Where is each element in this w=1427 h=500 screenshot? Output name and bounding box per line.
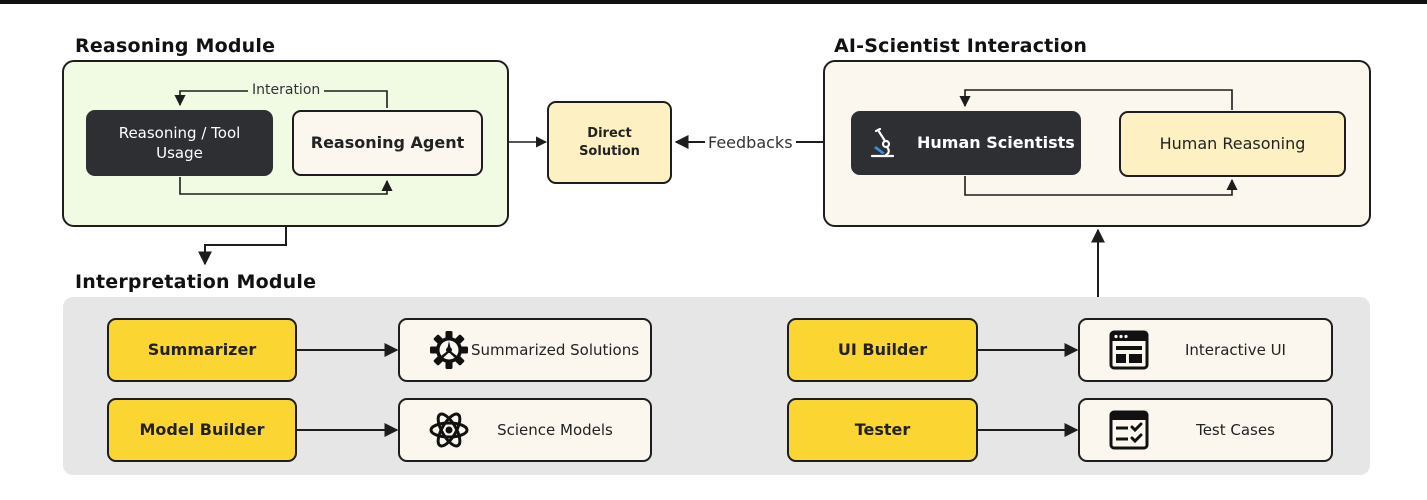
interactive-ui-label: Interactive UI — [1185, 340, 1286, 359]
tester-box: Tester — [787, 398, 978, 462]
human-loop-bottom — [964, 176, 1238, 196]
summarizer-box: Summarizer — [107, 318, 297, 382]
browser-window-icon — [1109, 330, 1149, 370]
microscope-icon — [870, 127, 895, 158]
science-models-label: Science Models — [497, 420, 613, 439]
human-scientists-box: Human Scientists — [851, 111, 1081, 175]
feedbacks-label: Feedbacks — [705, 133, 796, 152]
reasoning-to-interpretation-arrow — [198, 227, 287, 266]
science-models-box: Science Models — [398, 398, 652, 462]
iteration-loop-bottom — [179, 177, 393, 195]
human-reasoning-box: Human Reasoning — [1119, 111, 1346, 177]
model-builder-label: Model Builder — [139, 420, 265, 440]
gear-icon — [430, 331, 468, 369]
top-border-line — [0, 0, 1427, 4]
reasoning-agent-box: Reasoning Agent — [292, 110, 483, 176]
summarized-solutions-label: Summarized Solutions — [470, 340, 640, 359]
ui-builder-label: UI Builder — [837, 340, 928, 360]
ui-builder-box: UI Builder — [787, 318, 978, 382]
direct-solution-box: Direct Solution — [547, 101, 672, 184]
reasoning-agent-label: Reasoning Agent — [310, 133, 465, 153]
tester-label: Tester — [854, 420, 911, 440]
test-cases-label: Test Cases — [1196, 420, 1275, 439]
direct-solution-label: Direct Solution — [579, 125, 640, 159]
summarizer-label: Summarizer — [147, 340, 257, 360]
human-scientists-label: Human Scientists — [917, 133, 1075, 153]
reasoning-tool-usage-box: Reasoning / Tool Usage — [86, 110, 273, 176]
test-cases-box: Test Cases — [1078, 398, 1333, 462]
reasoning-module-title: Reasoning Module — [75, 35, 276, 57]
ai-scientist-interaction-title: AI-Scientist Interaction — [834, 35, 1088, 57]
interpretation-module-title: Interpretation Module — [75, 271, 317, 293]
human-loop-top — [959, 89, 1233, 110]
summarized-solutions-box: Summarized Solutions — [398, 318, 652, 382]
atom-icon — [429, 412, 469, 448]
iteration-loop-label: Interation — [248, 82, 325, 98]
human-reasoning-label: Human Reasoning — [1159, 134, 1306, 154]
model-builder-box: Model Builder — [107, 398, 297, 462]
reasoning-tool-usage-label: Reasoning / Tool Usage — [118, 123, 241, 162]
checklist-icon — [1109, 410, 1149, 450]
interactive-ui-box: Interactive UI — [1078, 318, 1333, 382]
